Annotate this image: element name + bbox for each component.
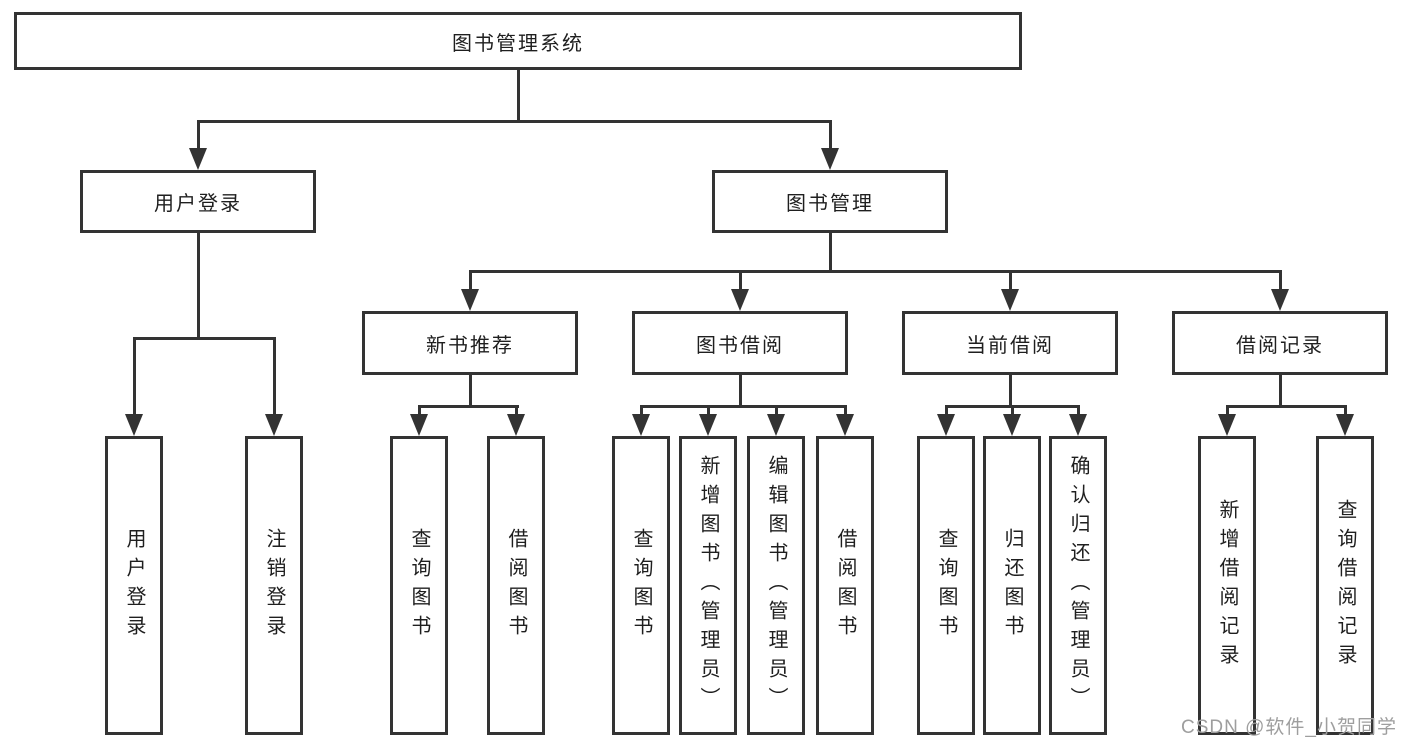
arrowhead-down-icon [767, 414, 785, 436]
arrowhead-down-icon [1003, 414, 1021, 436]
connector-line [469, 270, 472, 291]
leaf-label: 新增借阅记录 [1216, 498, 1238, 673]
node-label: 图书借阅 [696, 334, 784, 357]
leaf-logout: 注销登录 [245, 436, 303, 735]
leaf-label: 归还图书 [1001, 527, 1023, 644]
connector-line [418, 405, 421, 416]
arrowhead-down-icon [836, 414, 854, 436]
arrowhead-down-icon [1271, 289, 1289, 311]
connector-line [739, 270, 742, 291]
connector-line [945, 405, 948, 416]
connector-line [133, 337, 136, 416]
leaf-query-books-recommend: 查询图书 [390, 436, 448, 735]
arrowhead-down-icon [699, 414, 717, 436]
arrowhead-down-icon [1218, 414, 1236, 436]
node-current-borrow: 当前借阅 [902, 311, 1118, 375]
arrowhead-down-icon [125, 414, 143, 436]
leaf-add-books-admin: 新增图书（管理员） [679, 436, 737, 735]
leaf-query-borrow-record: 查询借阅记录 [1316, 436, 1374, 735]
arrowhead-down-icon [1069, 414, 1087, 436]
arrowhead-down-icon [731, 289, 749, 311]
connector-line [1009, 270, 1012, 291]
node-book-management: 图书管理 [712, 170, 948, 233]
connector-line [1009, 374, 1012, 407]
leaf-query-books-borrow: 查询图书 [612, 436, 670, 735]
node-label: 当前借阅 [966, 334, 1054, 357]
connector-line [197, 120, 831, 123]
leaf-label: 确认归还（管理员） [1067, 455, 1089, 716]
node-label: 借阅记录 [1236, 334, 1324, 357]
connector-line [469, 374, 472, 407]
connector-line [133, 337, 276, 340]
connector-line [1279, 270, 1282, 291]
leaf-return-books: 归还图书 [983, 436, 1041, 735]
leaf-borrow-books-recommend: 借阅图书 [487, 436, 545, 735]
leaf-label: 借阅图书 [505, 527, 527, 644]
arrowhead-down-icon [1001, 289, 1019, 311]
connector-line [829, 232, 832, 273]
arrowhead-down-icon [265, 414, 283, 436]
node-root-label: 图书管理系统 [452, 32, 584, 55]
connector-line [515, 405, 518, 416]
leaf-add-borrow-record: 新增借阅记录 [1198, 436, 1256, 735]
node-new-book-recommend: 新书推荐 [362, 311, 578, 375]
arrowhead-down-icon [937, 414, 955, 436]
node-root: 图书管理系统 [14, 12, 1022, 70]
arrowhead-down-icon [189, 148, 207, 170]
connector-line [775, 405, 778, 416]
arrowhead-down-icon [1336, 414, 1354, 436]
connector-line [1226, 405, 1229, 416]
connector-line [829, 120, 832, 151]
connector-line [517, 68, 520, 123]
leaf-label: 借阅图书 [834, 527, 856, 644]
connector-line [1226, 405, 1347, 408]
node-user-login: 用户登录 [80, 170, 316, 233]
arrowhead-down-icon [632, 414, 650, 436]
leaf-user-login: 用户登录 [105, 436, 163, 735]
node-label: 用户登录 [154, 193, 242, 215]
leaf-label: 用户登录 [123, 527, 145, 644]
connector-line [640, 405, 847, 408]
arrowhead-down-icon [507, 414, 525, 436]
connector-line [469, 270, 1282, 273]
leaf-borrow-books: 借阅图书 [816, 436, 874, 735]
connector-line [707, 405, 710, 416]
connector-line [1011, 405, 1014, 416]
leaf-label: 查询图书 [630, 527, 652, 644]
connector-line [640, 405, 643, 416]
arrowhead-down-icon [461, 289, 479, 311]
connector-line [844, 405, 847, 416]
arrowhead-down-icon [410, 414, 428, 436]
leaf-confirm-return-admin: 确认归还（管理员） [1049, 436, 1107, 735]
connector-line [418, 405, 519, 408]
leaf-label: 注销登录 [263, 527, 285, 644]
node-label: 图书管理 [786, 193, 874, 215]
node-label: 新书推荐 [426, 334, 514, 357]
leaf-label: 查询借阅记录 [1334, 498, 1356, 673]
leaf-label: 查询图书 [408, 527, 430, 644]
leaf-edit-books-admin: 编辑图书（管理员） [747, 436, 805, 735]
node-book-borrow: 图书借阅 [632, 311, 848, 375]
leaf-query-books-current: 查询图书 [917, 436, 975, 735]
node-borrow-records: 借阅记录 [1172, 311, 1388, 375]
connector-line [1279, 374, 1282, 407]
connector-line [1344, 405, 1347, 416]
connector-line [1077, 405, 1080, 416]
connector-line [739, 374, 742, 407]
leaf-label: 编辑图书（管理员） [765, 455, 787, 716]
leaf-label: 新增图书（管理员） [697, 455, 719, 716]
leaf-label: 查询图书 [935, 527, 957, 644]
connector-line [197, 120, 200, 151]
arrowhead-down-icon [821, 148, 839, 170]
connector-line [273, 337, 276, 416]
connector-line [197, 232, 200, 340]
